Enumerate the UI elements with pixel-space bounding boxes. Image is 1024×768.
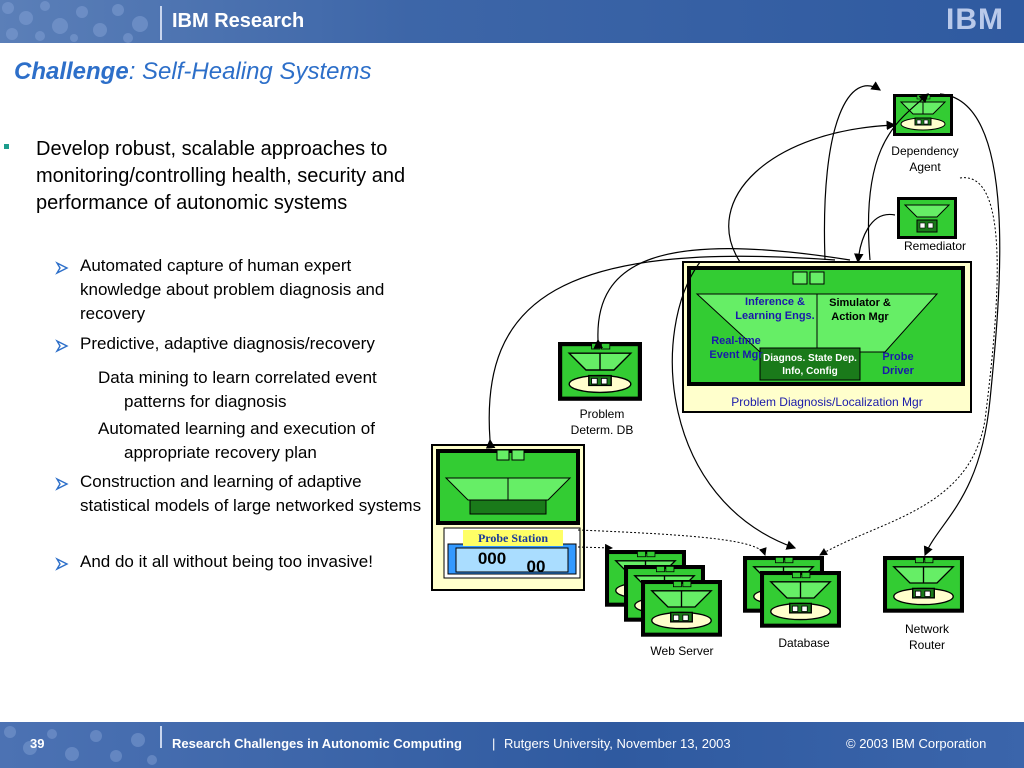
sub-sub-bullet-1-line2: patterns for diagnosis [124,392,287,411]
footer-bar: 39 Research Challenges in Autonomic Comp… [0,722,1024,768]
inference-label: Inference & Learning Engs. [735,296,815,322]
remediator-node [897,197,957,239]
arrow-bullet-icon [55,557,69,571]
sub-bullet-4: And do it all without being too invasive… [80,552,373,571]
database-label: Database [778,636,830,650]
pdlm-box [682,261,972,413]
problem-db-node [557,341,643,402]
pdlm-label: Problem Diagnosis/Localization Mgr [731,395,923,409]
title-emphasis: Challenge [14,58,129,85]
diagnos-label: Diagnos. State Dep. Info, Config [763,353,857,377]
ibm-logo: IBM [946,3,1004,36]
sub-sub-bullet-2: Automated learning and execution of appr… [98,417,433,465]
probe-digits-b: 00 [526,557,546,576]
probe-station [431,444,585,591]
arrow-bullet-icon [55,477,69,491]
title-rest: : Self-Healing Systems [128,58,372,85]
footer-subtitle: Rutgers University, November 13, 2003 [504,736,731,751]
square-bullet-icon [4,144,9,149]
network-router-label: Network Router [904,622,949,652]
simulator-label: Simulator & Action Mgr [829,297,891,323]
sub-sub-bullet-2-line2: appropriate recovery plan [124,443,317,462]
copyright: © 2003 IBM Corporation [846,736,987,751]
sub-bullet-3: Construction and learning of adaptive st… [80,472,422,515]
footer-separator: | [492,736,496,751]
problem-db-label: Problem Determ. DB [570,407,634,437]
footer-divider [160,726,162,748]
probe-station-label: Probe Station [463,530,563,546]
sub-sub-bullet-2-line1: Automated learning and execution of [98,419,375,438]
arrow-bullet-icon [55,261,69,275]
page-number: 39 [30,736,45,751]
probe-driver-label: Probe Driver [882,351,914,377]
brand-title: IBM Research [172,10,305,32]
probe-digits-a: 000 [477,549,507,568]
sub-bullet-1: Automated capture of human expert knowle… [80,256,385,323]
footer-title: Research Challenges in Autonomic Computi… [172,736,462,751]
header-divider [160,6,162,40]
slide-title: Challenge: Self-Healing Systems [14,58,371,86]
sub-bullet-2: Predictive, adaptive diagnosis/recovery [80,334,375,353]
header-dot-pattern [2,1,148,43]
remediator-label: Remediator [903,239,967,253]
network-router-node [882,555,965,614]
header-bar: IBM Research IBM [0,0,1024,43]
database-stack [742,555,842,629]
realtime-label: Real-time Event Mgr [709,335,763,361]
main-bullet: Develop robust, scalable approaches to m… [36,138,406,214]
sub-sub-bullet-1-line1: Data mining to learn correlated event [98,368,377,387]
dependency-agent-label: Dependency Agent [891,144,959,174]
dependency-agent-node [892,93,954,137]
arrow-bullet-icon [55,339,69,353]
web-server-label: Web Server [650,644,714,658]
sub-sub-bullet-1: Data mining to learn correlated event pa… [98,366,433,414]
web-server-stack [604,549,723,638]
footer-dot-pattern [4,726,157,765]
